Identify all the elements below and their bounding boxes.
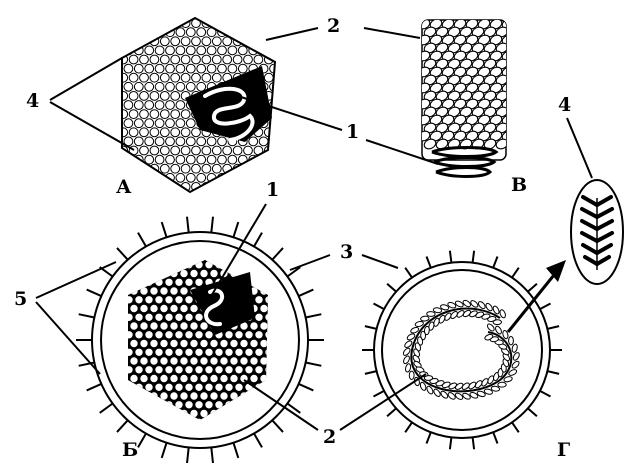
panel-label-a: А [116,178,131,197]
label-2-bottom: 2 [323,428,336,447]
label-2-top: 2 [327,17,340,36]
panel-label-v: В [511,176,527,195]
label-1-b: 1 [266,181,279,200]
label-5: 5 [14,290,27,309]
zoom-arrow-head [546,260,566,282]
nucleocapsid-subunits [402,299,520,401]
capsid-a [114,10,284,201]
panel-label-b: Б [122,441,138,460]
envelope-spikes-g [362,251,562,450]
panel-label-g: Г [557,441,570,460]
rod-virus-v [417,17,516,176]
label-4-right: 4 [558,96,571,115]
enveloped-virus-g [362,180,623,449]
enveloped-virus-b [76,217,324,463]
label-1-mid: 1 [346,123,359,142]
label-3: 3 [340,243,353,262]
label-4-left: 4 [26,92,39,111]
